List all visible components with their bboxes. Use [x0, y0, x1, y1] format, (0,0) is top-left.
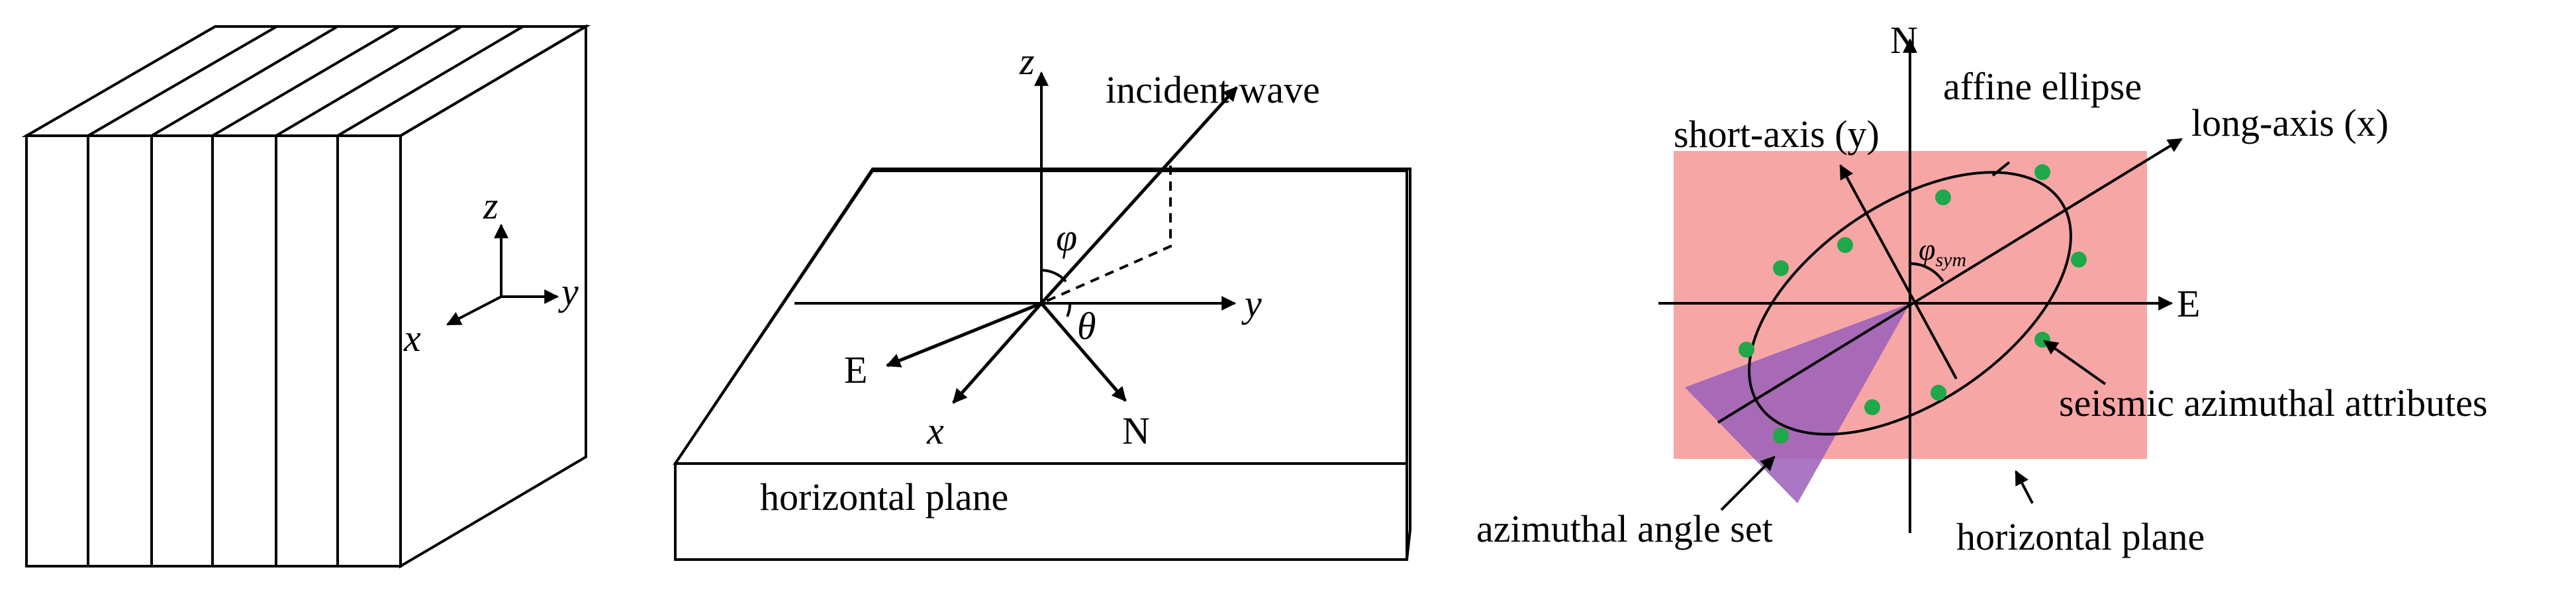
axis-y-label-2: y	[1241, 282, 1262, 325]
theta-label: θ	[1077, 305, 1096, 348]
axis-x-label-2: x	[926, 409, 944, 452]
axis-y-label: y	[558, 270, 579, 313]
axis-x-label: x	[403, 317, 421, 360]
layer-lines	[87, 25, 524, 566]
attribute-point	[1931, 385, 1946, 401]
pointer-attributes	[2043, 340, 2107, 385]
east-label-2: E	[844, 348, 867, 391]
long-axis-label: long-axis (x)	[2191, 101, 2389, 144]
phi-sym-arc	[1909, 262, 1944, 283]
incident-wave-label: incident wave	[1106, 68, 1320, 111]
horizontal-plane-label-2: horizontal plane	[760, 475, 1008, 518]
attribute-point	[1864, 399, 1880, 415]
affine-ellipse	[1748, 171, 2072, 436]
attribute-point	[2034, 332, 2050, 348]
panel-layered-block: z y x	[21, 24, 591, 569]
attribute-point	[1837, 237, 1853, 253]
affine-ellipse-label: affine ellipse	[1943, 65, 2142, 108]
attribute-points	[1739, 164, 2087, 444]
plane-slab	[673, 168, 1411, 561]
azimuthal-wedge	[1685, 303, 1910, 503]
attribute-point	[1739, 342, 1754, 358]
attribute-point	[1935, 189, 1951, 205]
phi-sym-sub: sym	[1935, 249, 1966, 271]
north-label-3: N	[1890, 19, 1918, 62]
pointer-angle-set	[1720, 456, 1776, 511]
azimuthal-angle-set-label: azimuthal angle set	[1476, 507, 1773, 550]
coordinate-axes: z y x	[403, 184, 579, 360]
axis-z-label-2: z	[1019, 40, 1035, 83]
attribute-point	[1773, 260, 1789, 276]
seismic-attributes-label: seismic azimuthal attributes	[2059, 381, 2488, 424]
attribute-point	[1773, 428, 1789, 444]
short-axis-line	[1839, 164, 1958, 379]
east-label-3: E	[2177, 282, 2200, 325]
phi-sym-main: φ	[1919, 232, 1935, 266]
horizontal-plane-label-3: horizontal plane	[1956, 515, 2205, 558]
phi-label: φ	[1056, 216, 1077, 259]
attribute-point	[2071, 252, 2087, 268]
attribute-point	[2034, 164, 2050, 180]
panel-incident-wave: incident wave z y x E N φ θ horizontal p…	[673, 40, 1411, 561]
short-axis-label: short-axis (y)	[1674, 113, 1880, 156]
panel-affine-ellipse: N E affine ellipse short-axis (y) long-a…	[1476, 19, 2488, 558]
phi-sym-label: φsym	[1919, 232, 1966, 271]
north-label-2: N	[1122, 409, 1150, 452]
axis-z-label: z	[483, 184, 499, 227]
pointer-plane	[2015, 470, 2034, 504]
pointer-ellipse	[1991, 161, 2011, 177]
axes-bundle	[794, 71, 1238, 404]
long-axis-line	[1717, 138, 2183, 424]
